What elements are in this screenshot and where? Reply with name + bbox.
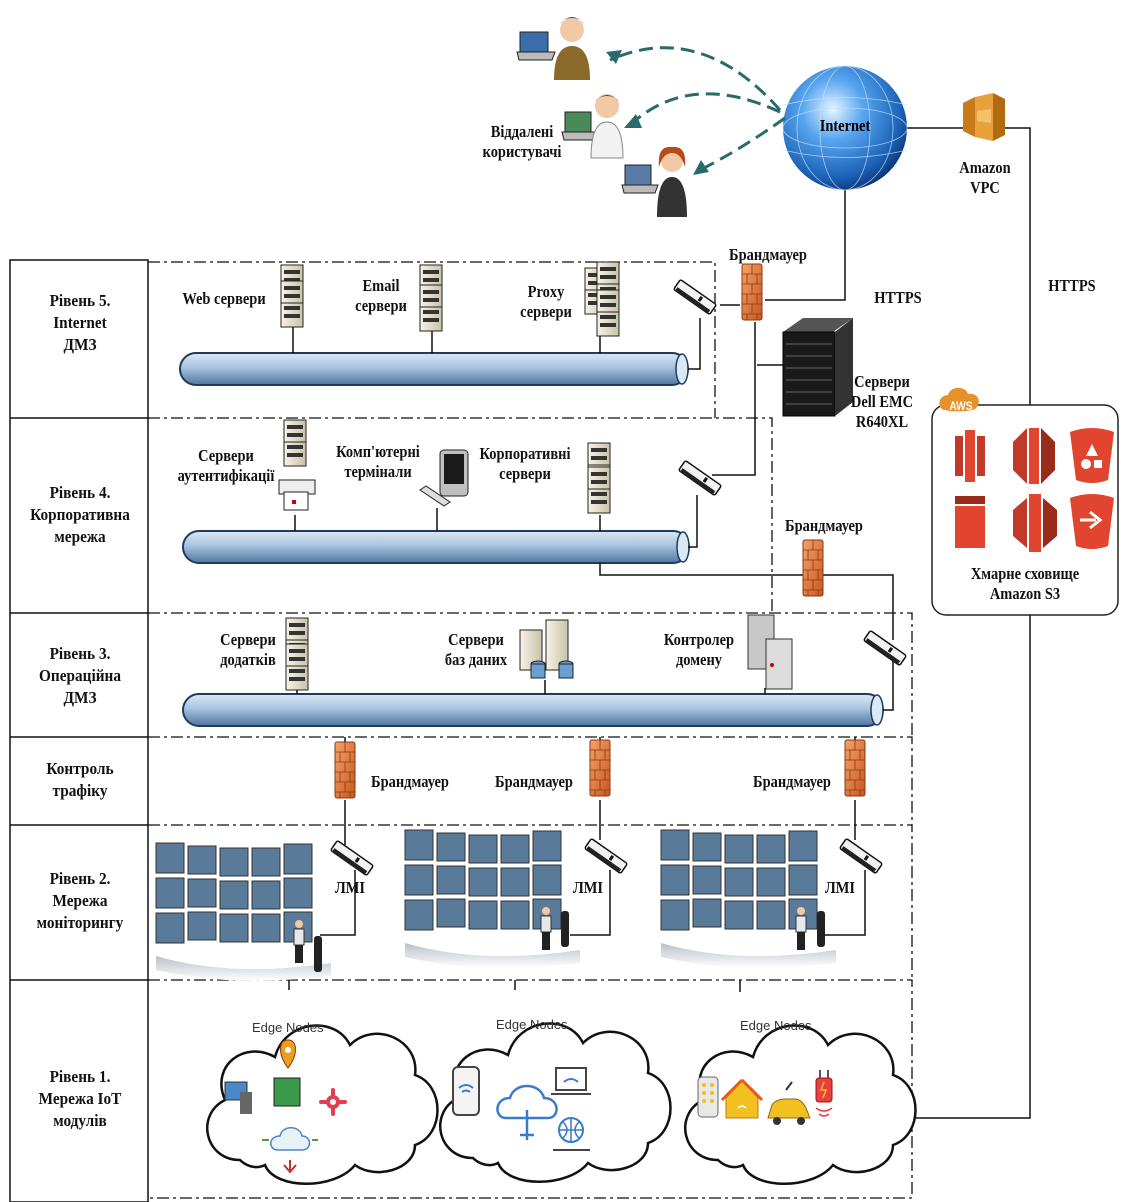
corporate-servers-icon <box>587 442 611 514</box>
switch-icon <box>838 837 884 875</box>
firewall-icon <box>741 263 763 321</box>
https-label-right: HTTPS <box>1048 276 1096 295</box>
firewall-label-2: Брандмауер <box>495 772 573 791</box>
firewall-label-l4: Брандмауер <box>785 516 863 535</box>
switch-icon <box>329 839 375 877</box>
edge-device-icons-1 <box>224 1039 347 1174</box>
https-label-left: HTTPS <box>874 288 922 307</box>
aws-service-icons <box>955 428 1114 552</box>
switch-icon <box>862 629 908 667</box>
network-buses <box>179 352 884 727</box>
remote-users-label: Віддалені користувачі <box>482 122 562 161</box>
auth-servers-label: Сервери аутентифікації <box>177 446 275 485</box>
remote-access-arrows <box>609 46 786 172</box>
corporate-servers-label: Корпоративні сервери <box>479 444 571 483</box>
firewall-label-top: Брандмауер <box>729 245 807 264</box>
firewall-icon <box>589 739 611 797</box>
hmi-monitor-wall-2 <box>404 829 580 968</box>
web-servers-label: Web сервери <box>182 289 266 308</box>
auth-servers-icon <box>278 419 316 511</box>
internet-label: Internet <box>819 116 871 135</box>
level-1-label: Рівень 1. Мережа IoT модулів <box>38 1067 122 1130</box>
edge-nodes-label-1: Edge Nodes <box>252 1020 324 1035</box>
traffic-control-label: Контроль трафіку <box>46 759 114 800</box>
email-servers-label: Email сервери <box>355 276 407 315</box>
remote-users <box>516 17 687 217</box>
level-2-label: Рівень 2. Мережа моніторингу <box>36 869 124 932</box>
computer-terminal-icon <box>419 449 469 507</box>
database-servers-icon <box>519 619 574 679</box>
domain-controller-label: Контролер домену <box>663 630 735 669</box>
level-5-label: Рівень 5. Internet ДМЗ <box>49 291 111 354</box>
hmi-label-3: ЛМІ <box>824 878 856 897</box>
level-3-label: Рівень 3. Операційна ДМЗ <box>38 644 122 707</box>
proxy-servers-icon <box>584 261 620 337</box>
switch-icon <box>672 278 718 316</box>
hmi-label-2: ЛМІ <box>572 878 604 897</box>
dell-server-rack-icon <box>782 318 853 417</box>
switch-icon <box>583 837 629 875</box>
edge-nodes-label-3: Edge Nodes <box>740 1018 812 1033</box>
edge-nodes-label-2: Edge Nodes <box>496 1017 568 1032</box>
aws-badge: AWS <box>949 399 973 413</box>
zone-boundaries <box>148 261 913 1199</box>
proxy-servers-label: Proxy сервери <box>520 282 572 321</box>
dell-servers-label: Сервери Dell EMC R640XL <box>850 372 914 431</box>
switch-icon <box>677 459 723 497</box>
hmi-monitor-wall-3 <box>660 829 836 968</box>
levels-column <box>9 259 149 1202</box>
application-servers-icon <box>285 617 309 691</box>
hmi-monitor-wall-1 <box>155 842 331 981</box>
firewall-label-1: Брандмауер <box>371 772 449 791</box>
terminals-label: Комп'ютерні термінали <box>336 442 420 481</box>
email-servers-icon <box>419 264 443 332</box>
database-servers-label: Сервери баз даних <box>444 630 508 669</box>
amazon-vpc-label: Amazon VPC <box>959 158 1011 197</box>
firewall-label-3: Брандмауер <box>753 772 831 791</box>
internet-globe <box>782 65 908 191</box>
firewall-icon <box>844 739 866 797</box>
firewall-icon <box>802 539 824 597</box>
firewall-icon <box>334 741 356 799</box>
level-4-label: Рівень 4. Корпоративна мережа <box>30 483 130 546</box>
edge-device-icons-3 <box>697 1070 833 1125</box>
domain-controller-icon <box>747 614 793 690</box>
amazon-vpc-icon <box>963 93 1005 141</box>
edge-device-icons-2 <box>452 1066 591 1151</box>
application-servers-label: Сервери додатків <box>220 630 276 669</box>
hmi-label-1: ЛМІ <box>334 878 366 897</box>
web-servers-icon <box>280 264 304 328</box>
cloud-storage-label: Хмарне сховище Amazon S3 <box>970 564 1080 603</box>
